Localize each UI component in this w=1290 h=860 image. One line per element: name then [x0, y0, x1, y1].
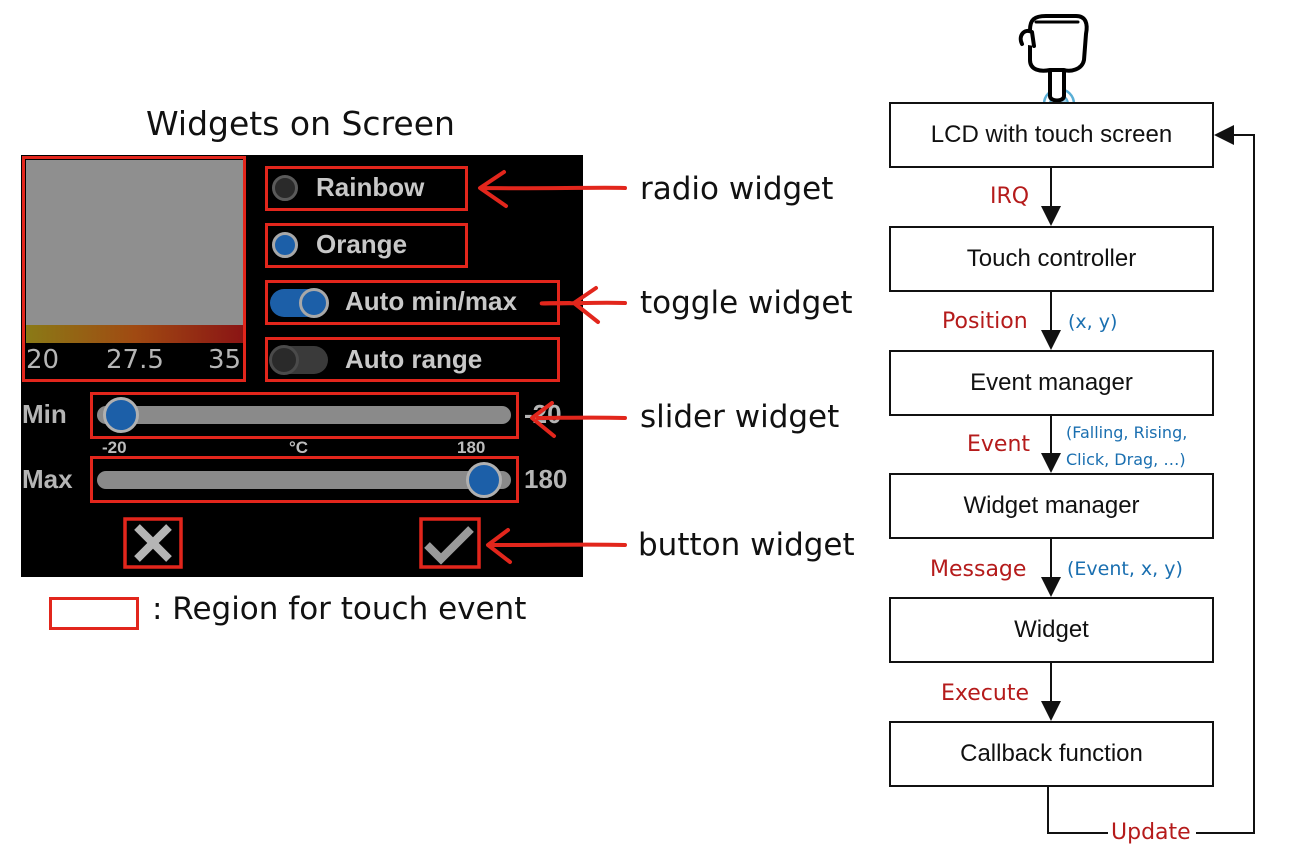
arrow-slider [530, 401, 627, 438]
thermal-image [26, 160, 244, 325]
check-icon [424, 526, 474, 565]
edge-detail-event-line2: Click, Drag, …) [1066, 450, 1186, 469]
close-icon [134, 524, 172, 562]
toggle-auto-range-knob[interactable] [269, 345, 299, 375]
annotation-slider: slider widget [640, 399, 840, 435]
slider-min-value: -20 [524, 399, 562, 429]
radio-orange-label: Orange [316, 229, 408, 259]
image-touch-region[interactable] [22, 156, 246, 382]
widgets-title: Widgets on Screen [146, 104, 455, 143]
slider-max-knob[interactable] [466, 462, 502, 498]
slider-min-region[interactable] [90, 392, 519, 439]
flow-box-widget-manager: Widget manager [889, 473, 1214, 539]
arrow-radio [478, 170, 627, 208]
edge-label-irq: IRQ [990, 184, 1030, 209]
annotation-radio: radio widget [640, 171, 834, 207]
toggle-auto-minmax-label: Auto min/max [345, 286, 517, 316]
slider-min-track[interactable] [97, 406, 511, 424]
edge-detail-message: (Event, x, y) [1067, 558, 1183, 580]
edge-label-message: Message [930, 557, 1027, 582]
edge-label-execute: Execute [941, 681, 1029, 706]
annotation-arrows [478, 170, 627, 564]
edge-label-position: Position [942, 309, 1028, 334]
flow-box-touch-controller: Touch controller [889, 226, 1214, 292]
radio-rainbow-indicator[interactable] [272, 175, 298, 201]
slider-scale-left: -20 [102, 438, 127, 457]
flow-box-lcd: LCD with touch screen [889, 102, 1214, 168]
slider-max-value: 180 [524, 464, 568, 494]
colorbar-tick-max: 35 [208, 345, 242, 375]
arrow-button [486, 528, 627, 564]
flow-box-event-manager: Event manager [889, 350, 1214, 416]
loop-label-update: Update [1111, 820, 1191, 845]
toggle-auto-range-label: Auto range [345, 344, 483, 374]
annotation-button: button widget [638, 527, 855, 563]
radio-rainbow-region[interactable] [265, 166, 468, 211]
radio-orange-indicator[interactable] [272, 232, 298, 258]
toggle-auto-minmax-knob[interactable] [299, 288, 329, 318]
slider-max-label: Max [22, 464, 73, 494]
colorbar-tick-mid: 27.5 [106, 345, 164, 375]
pointing-hand-icon [1018, 14, 1089, 103]
edge-detail-event-line1: (Falling, Rising, [1066, 423, 1188, 442]
cancel-button[interactable] [123, 517, 183, 569]
slider-min-knob[interactable] [103, 397, 139, 433]
colorbar-tick-min: 20 [26, 345, 60, 375]
toggle-auto-range-region[interactable] [265, 337, 560, 382]
slider-scale-unit: °C [289, 438, 309, 457]
flow-box-widget: Widget [889, 597, 1214, 663]
slider-min-label: Min [22, 399, 67, 429]
annotation-toggle: toggle widget [640, 285, 853, 321]
edge-label-event: Event [967, 432, 1031, 457]
slider-max-region[interactable] [90, 456, 519, 503]
legend-text: : Region for touch event [152, 591, 527, 627]
arrow-toggle [539, 286, 627, 324]
ok-button[interactable] [419, 517, 481, 569]
color-bar [26, 325, 244, 343]
slider-scale-right: 180 [457, 438, 486, 457]
flow-box-callback: Callback function [889, 721, 1214, 787]
legend-region-swatch [49, 597, 139, 630]
radio-orange-region[interactable] [265, 223, 468, 268]
slider-max-track[interactable] [97, 471, 511, 489]
edge-detail-position: (x, y) [1068, 311, 1118, 333]
radio-rainbow-label: Rainbow [316, 172, 425, 202]
